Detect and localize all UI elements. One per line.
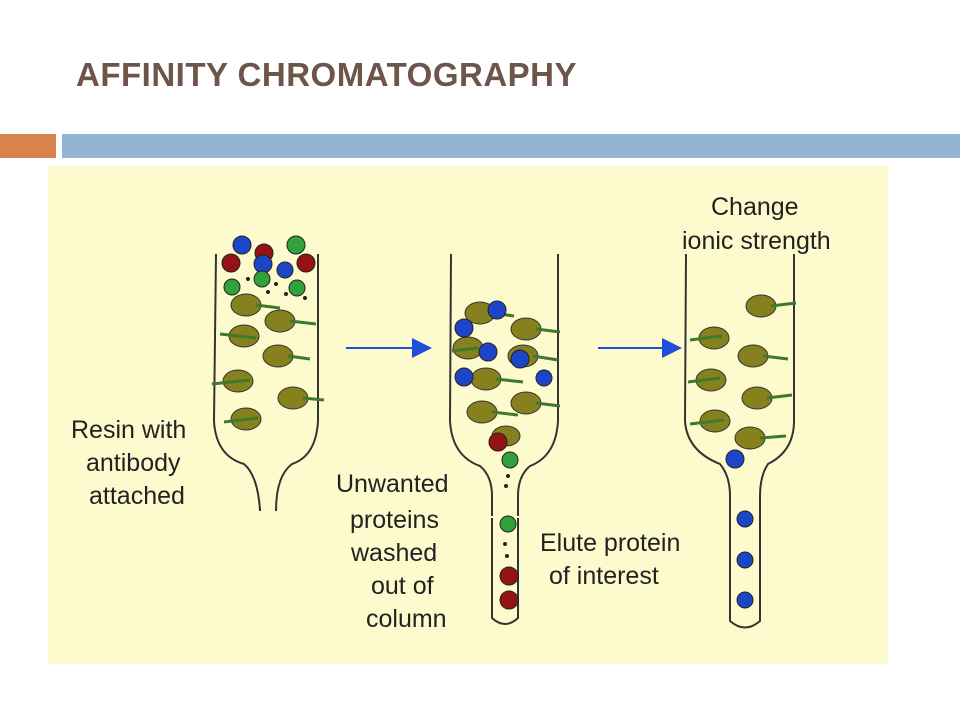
label-unwanted-line-2: proteins bbox=[350, 506, 439, 534]
label-change-line-2: ionic strength bbox=[682, 227, 831, 255]
label-elute: Elute protein of interest bbox=[540, 529, 680, 590]
title-underline-bar bbox=[62, 134, 960, 158]
label-resin-line-3: attached bbox=[89, 482, 185, 510]
diagram-panel: Resin with antibody attached Unwanted pr… bbox=[48, 166, 888, 664]
label-change: Change ionic strength bbox=[682, 193, 831, 255]
label-unwanted-line-1: Unwanted bbox=[336, 470, 449, 498]
column-3-resin-beads bbox=[695, 294, 777, 450]
column-1-resin-beads bbox=[222, 293, 309, 431]
column-3-outline bbox=[683, 253, 795, 629]
column-1-mixed-proteins bbox=[221, 235, 316, 300]
label-resin-line-2: antibody bbox=[86, 449, 181, 477]
label-elute-line-1: Elute protein bbox=[540, 529, 680, 557]
label-resin-line-1: Resin with bbox=[71, 416, 186, 444]
title-accent-bar bbox=[0, 134, 56, 158]
column-3-eluted-proteins bbox=[725, 449, 754, 609]
label-unwanted-line-3: washed bbox=[350, 539, 437, 567]
label-unwanted: Unwanted proteins washed out of column bbox=[336, 470, 449, 633]
column-2-collection-tube bbox=[491, 518, 519, 625]
column-1-antibodies bbox=[211, 303, 325, 424]
label-unwanted-line-4: out of bbox=[371, 572, 434, 600]
affinity-chromatography-diagram: Resin with antibody attached Unwanted pr… bbox=[71, 193, 831, 633]
label-unwanted-line-5: column bbox=[366, 605, 447, 633]
label-resin: Resin with antibody attached bbox=[71, 416, 186, 510]
page-title: AFFINITY CHROMATOGRAPHY bbox=[76, 56, 578, 93]
column-1-outline bbox=[212, 253, 319, 512]
column-3-antibodies bbox=[687, 301, 797, 440]
column-2-outline bbox=[448, 253, 559, 516]
label-change-line-1: Change bbox=[711, 193, 799, 221]
column-2-bound-proteins bbox=[454, 300, 553, 387]
column-2-washed-proteins bbox=[488, 432, 519, 610]
label-elute-line-2: of interest bbox=[549, 562, 659, 590]
